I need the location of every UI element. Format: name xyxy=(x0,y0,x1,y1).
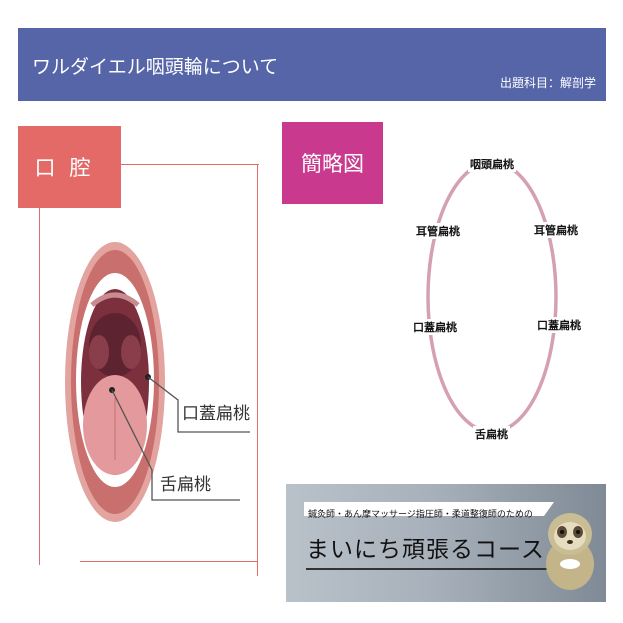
sloth-mascot-icon xyxy=(546,513,594,590)
node-pharyngeal-tonsil: 咽頭扁桃 xyxy=(468,156,516,172)
subject-label: 出題科目：解剖学 xyxy=(499,76,596,90)
palatine-tonsil-label: 口蓋扁桃 xyxy=(182,404,250,424)
page-title: ワルダイエル咽頭輪について xyxy=(32,56,279,78)
simple-diagram-tab: 簡略図 xyxy=(282,122,383,204)
oral-section-tab: 口腔 xyxy=(18,126,121,208)
node-palatine-tonsil-left: 口蓋扁桃 xyxy=(411,319,459,335)
lingual-tonsil-label: 舌扁桃 xyxy=(160,475,211,495)
header-bar: ワルダイエル咽頭輪について 出題科目：解剖学 xyxy=(18,28,606,101)
node-lingual-tonsil: 舌扁桃 xyxy=(473,426,510,442)
banner-label-strip xyxy=(304,502,554,516)
node-palatine-tonsil-right: 口蓋扁桃 xyxy=(535,317,583,333)
frame-line-left xyxy=(39,208,40,565)
course-banner[interactable]: 鍼灸師・あん摩マッサージ指圧師・柔道整復師のための まいにち頑張るコース xyxy=(286,484,606,602)
node-tubal-tonsil-right: 耳管扁桃 xyxy=(532,222,580,238)
banner-title: まいにち頑張るコース xyxy=(306,530,564,570)
banner-subtitle: 鍼灸師・あん摩マッサージ指圧師・柔道整復師のための xyxy=(308,510,533,520)
frame-line-top xyxy=(121,164,259,165)
frame-line-bottom xyxy=(80,561,258,562)
node-tubal-tonsil-left: 耳管扁桃 xyxy=(414,223,462,239)
frame-line-right xyxy=(257,164,258,576)
